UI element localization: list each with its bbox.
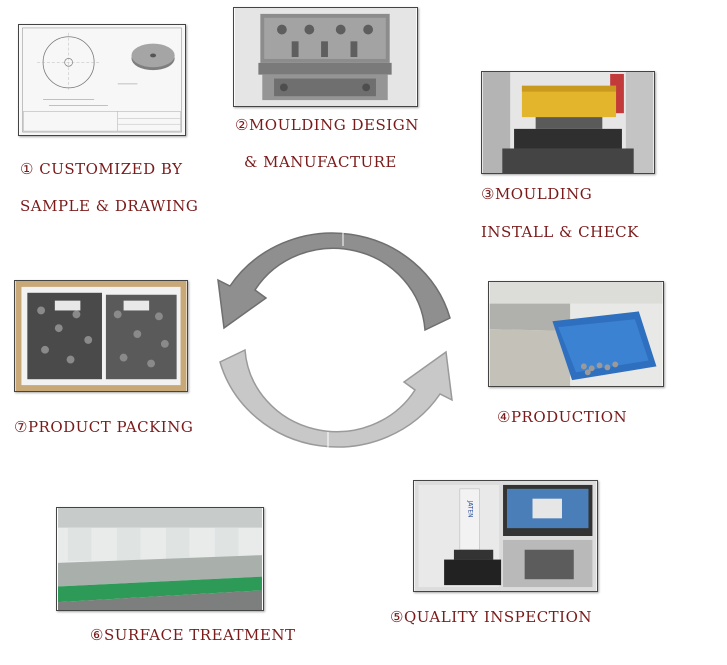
step1-label-line2: SAMPLE & DRAWING bbox=[20, 197, 199, 215]
step1-label-line1: ① CUSTOMIZED BY bbox=[20, 160, 183, 178]
step2-photo-mould bbox=[233, 7, 418, 107]
process-cycle-arrows bbox=[200, 210, 470, 470]
cycle-arrow-graphic bbox=[217, 220, 453, 458]
step4-photo-production bbox=[488, 281, 664, 387]
step5-label: ⑤QUALITY INSPECTION bbox=[390, 608, 593, 626]
step6-label: ⑥SURFACE TREATMENT bbox=[90, 626, 296, 644]
cycle-arrow-upper bbox=[217, 232, 451, 332]
step7-photo-packing bbox=[14, 280, 188, 392]
production-bin-image bbox=[489, 282, 663, 386]
step6-photo-surface bbox=[56, 507, 264, 611]
press-machine-image bbox=[482, 72, 654, 173]
step5-photo-inspection: JATEN bbox=[413, 480, 598, 592]
step2-label-line1: ②MOULDING DESIGN bbox=[235, 116, 419, 134]
cycle-arrow-lower bbox=[219, 348, 453, 448]
inspection-brand-text: JATEN bbox=[467, 500, 473, 518]
step3-photo-press bbox=[481, 71, 655, 174]
surface-treatment-image bbox=[58, 508, 262, 610]
inspection-machine-image: JATEN bbox=[414, 481, 597, 591]
technical-drawing-image bbox=[19, 25, 185, 135]
step3-label-line2: INSTALL & CHECK bbox=[481, 223, 639, 241]
step2-label-line2: & MANUFACTURE bbox=[244, 153, 397, 171]
step1-photo-drawing bbox=[18, 24, 186, 136]
step7-label: ⑦PRODUCT PACKING bbox=[14, 418, 194, 436]
mould-image bbox=[234, 8, 417, 106]
packing-box-image bbox=[15, 281, 187, 391]
step4-label: ④PRODUCTION bbox=[497, 408, 628, 426]
step3-label-line1: ③MOULDING bbox=[481, 185, 593, 203]
